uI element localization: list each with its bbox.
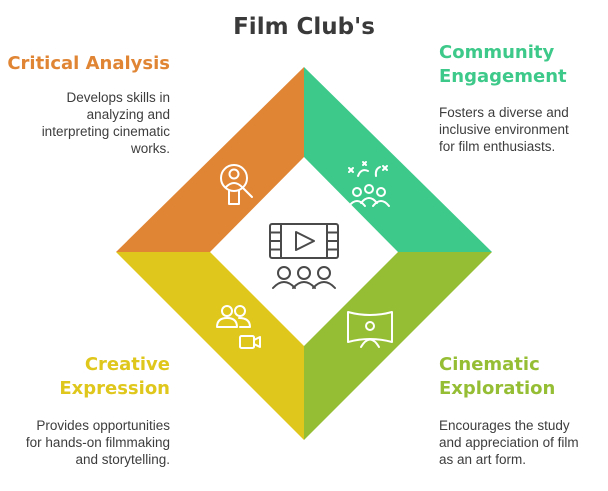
description-line: Provides opportunities xyxy=(36,418,170,433)
community-engagement-heading-line: Community xyxy=(439,42,555,63)
quadrant-critical-analysis xyxy=(116,67,304,252)
creative-expression-heading: Creative Expression xyxy=(59,353,170,401)
quadrant-cinematic-exploration xyxy=(304,252,492,440)
people-camera-icon xyxy=(216,305,261,349)
community-engagement-heading: Community Engagement xyxy=(439,41,567,89)
cinematic-exploration-heading-line: Cinematic xyxy=(439,354,540,375)
cinematic-exploration-description: Encourages the study and appreciation of… xyxy=(439,417,579,468)
film-audience-icon xyxy=(269,223,339,289)
description-line: as an art form. xyxy=(439,452,527,467)
description-line: for hands-on filmmaking xyxy=(25,435,170,450)
group-celebration-icon xyxy=(348,161,390,207)
description-line: Encourages the study xyxy=(439,418,570,433)
quadrant-creative-expression xyxy=(116,252,304,440)
quadrant-community-engagement xyxy=(304,67,492,252)
community-engagement-description: Fosters a diverse and inclusive environm… xyxy=(439,104,569,155)
critical-analysis-heading-line: Critical Analysis xyxy=(7,53,170,74)
magnifier-person-icon xyxy=(220,164,253,205)
cinematic-exploration-heading-line: Exploration xyxy=(439,378,556,399)
cinematic-exploration-heading: Cinematic Exploration xyxy=(439,353,555,401)
description-line: analyzing and xyxy=(86,107,170,122)
description-line: and storytelling. xyxy=(75,452,170,467)
description-line: interpreting cinematic xyxy=(41,124,170,139)
description-line: inclusive environment xyxy=(439,122,569,137)
diagram-title: Film Club's xyxy=(233,14,375,40)
creative-expression-heading-line: Expression xyxy=(59,378,170,399)
critical-analysis-description: Develops skills in analyzing and interpr… xyxy=(42,89,170,157)
description-line: and appreciation of film xyxy=(439,435,579,450)
community-engagement-heading-line: Engagement xyxy=(439,66,567,87)
critical-analysis-heading: Critical Analysis xyxy=(7,52,170,76)
creative-expression-heading-line: Creative xyxy=(84,354,170,375)
description-line: for film enthusiasts. xyxy=(439,139,556,154)
creative-expression-description: Provides opportunities for hands-on film… xyxy=(26,417,170,468)
description-line: Fosters a diverse and xyxy=(439,105,569,120)
description-line: works. xyxy=(130,141,170,156)
description-line: Develops skills in xyxy=(66,90,170,105)
panorama-viewer-icon xyxy=(347,311,393,348)
